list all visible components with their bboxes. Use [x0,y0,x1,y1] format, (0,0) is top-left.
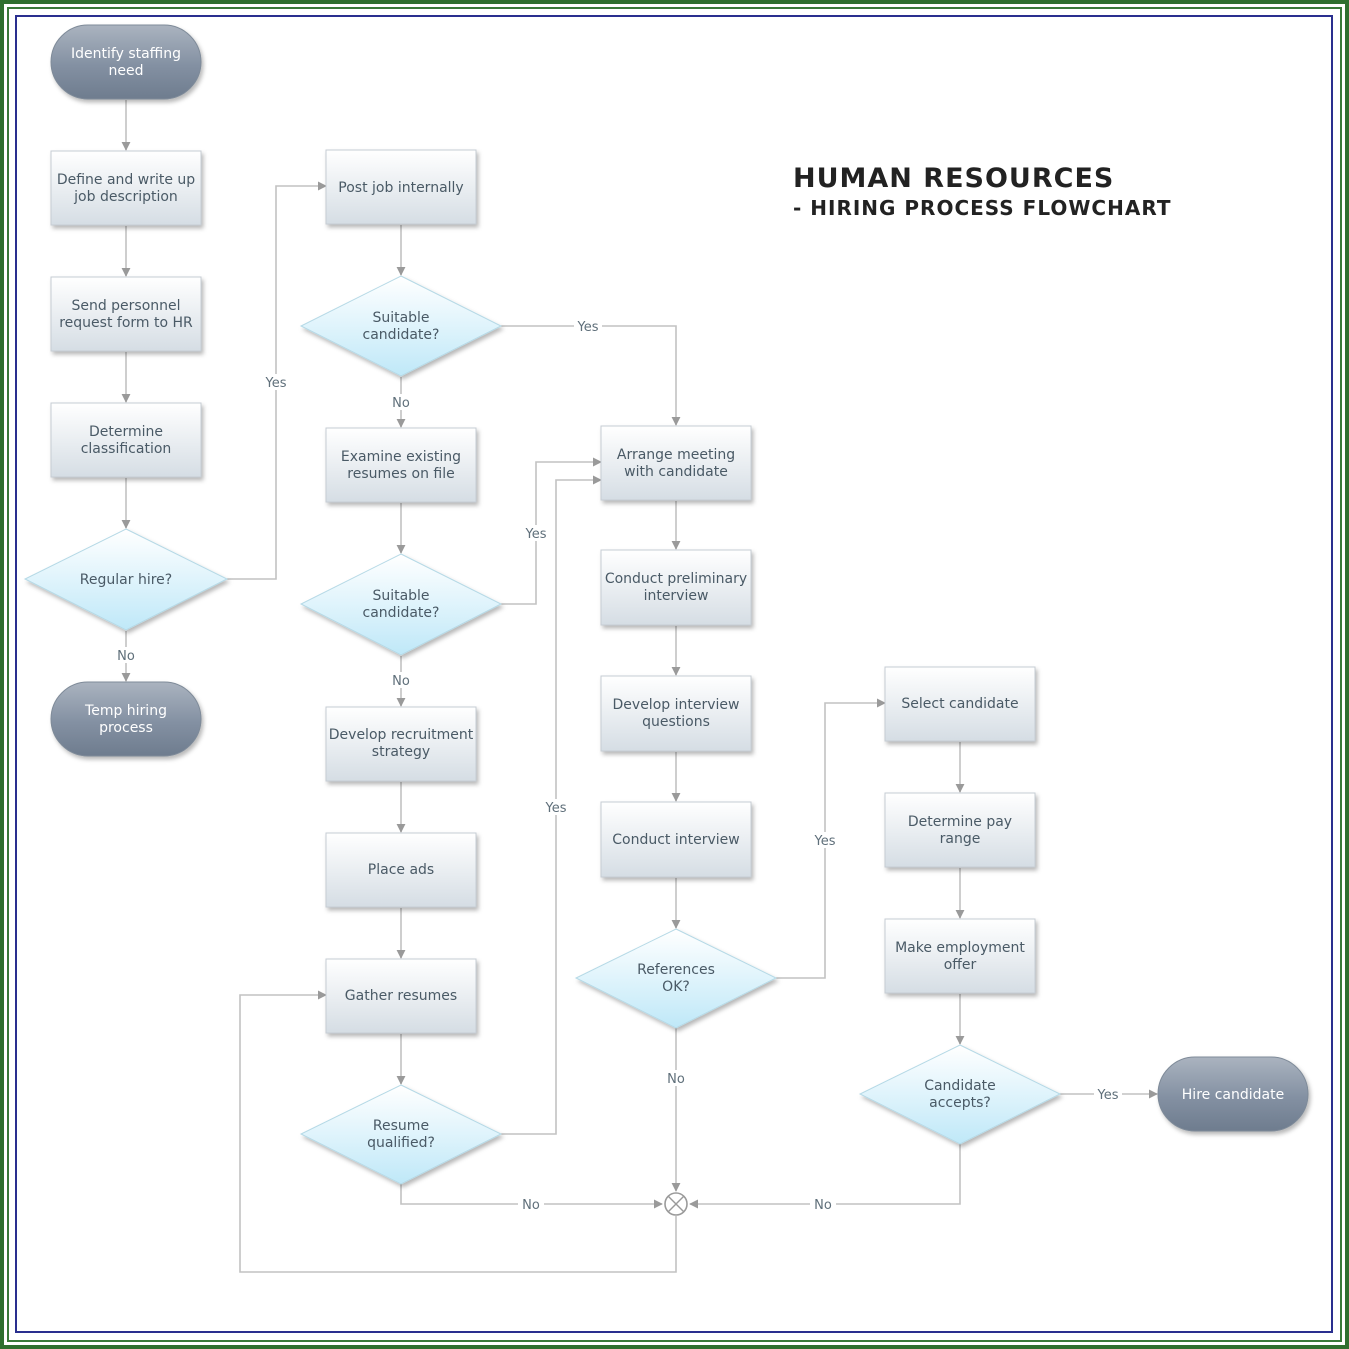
node-text: Send personnel [71,298,180,314]
label-references-yes: Yes [814,834,836,849]
node-gather-resumes[interactable]: Gather resumes [325,958,477,1034]
node-text: Develop recruitment [329,727,474,743]
label-suitable1-no: No [392,396,410,411]
node-text: Define and write up [57,172,195,188]
label-resume-no: No [522,1198,540,1213]
node-determine-pay-range[interactable]: Determine pay range [884,792,1036,868]
node-post-job-internally[interactable]: Post job internally [325,149,477,225]
node-select-candidate[interactable]: Select candidate [884,666,1036,742]
node-text: Develop interview [613,697,740,713]
node-text: Suitable [372,588,429,604]
node-examine-existing-resumes[interactable]: Examine existing resumes on file [325,427,477,503]
node-text: Suitable [372,310,429,326]
node-text: Determine [89,424,163,440]
node-arrange-meeting[interactable]: Arrange meeting with candidate [600,425,752,501]
title-sub: - HIRING PROCESS FLOWCHART [793,196,1171,220]
edge-suitable1-yes-to-arrange [501,325,681,426]
node-text: with candidate [624,464,728,480]
node-text: Make employment [895,940,1025,956]
node-text: Place ads [368,862,434,878]
node-text: offer [944,957,977,973]
node-text: candidate? [363,605,440,621]
node-text: Temp hiring [84,703,167,719]
node-text: Regular hire? [80,572,172,588]
node-text: process [99,720,153,736]
node-resume-qualified[interactable]: Resume qualified? [299,1084,503,1185]
edge-labels: Yes No Yes No Yes No Yes No Yes No Yes N… [113,318,1122,1213]
label-regular-yes: Yes [265,376,287,391]
node-define-job-description[interactable]: Define and write up job description [50,150,202,226]
label-accepts-yes: Yes [1097,1088,1119,1103]
node-text: qualified? [367,1135,435,1151]
node-text: Post job internally [338,180,463,196]
edge-accepts-no-to-junction [689,1144,961,1209]
node-make-employment-offer[interactable]: Make employment offer [884,918,1036,994]
label-suitable1-yes: Yes [577,320,599,335]
label-suitable2-no: No [392,674,410,689]
title-main: HUMAN RESOURCES [793,163,1114,194]
node-text: Candidate [924,1078,996,1094]
label-suitable2-yes: Yes [525,527,547,542]
outer-frame-inner-line [7,7,1342,1342]
node-text: questions [642,714,710,730]
node-text: accepts? [929,1095,991,1111]
label-regular-no: No [117,649,135,664]
node-text: request form to HR [59,315,193,331]
node-candidate-accepts[interactable]: Candidate accepts? [858,1044,1062,1145]
node-place-ads[interactable]: Place ads [325,832,477,908]
node-text: need [109,63,144,79]
node-text: job description [73,189,178,205]
merge-junction [664,1192,688,1216]
node-conduct-interview[interactable]: Conduct interview [600,801,752,878]
node-hire-candidate[interactable]: Hire candidate [1157,1056,1309,1132]
node-text: Gather resumes [345,988,457,1004]
node-develop-recruitment-strategy[interactable]: Develop recruitment strategy [325,706,477,782]
node-determine-classification[interactable]: Determine classification [50,402,202,478]
node-suitable-candidate-2[interactable]: Suitable candidate? [299,553,503,656]
node-text: range [940,831,981,847]
node-text: strategy [372,744,430,760]
label-resume-yes: Yes [545,801,567,816]
node-references-ok[interactable]: References OK? [574,928,778,1029]
node-text: candidate? [363,327,440,343]
node-text: Conduct preliminary [605,571,747,587]
node-text: classification [81,441,172,457]
node-develop-interview-questions[interactable]: Develop interview questions [600,675,752,752]
edge-junction-to-gather [239,990,677,1273]
node-text: References [637,962,715,978]
edge-resume-no-to-junction [400,1184,663,1209]
node-text: Conduct interview [612,832,739,848]
node-text: Arrange meeting [617,447,735,463]
label-accepts-no: No [814,1198,832,1213]
node-text: Determine pay [908,814,1012,830]
node-text: Hire candidate [1182,1087,1284,1103]
node-text: resumes on file [347,466,454,482]
node-text: Select candidate [901,696,1018,712]
node-text: Resume [373,1118,429,1134]
node-text: interview [644,588,709,604]
node-identify-staffing-need[interactable]: Identify staffing need [50,24,202,100]
node-text: Identify staffing [71,46,181,62]
node-suitable-candidate-1[interactable]: Suitable candidate? [299,275,503,377]
node-send-personnel-request[interactable]: Send personnel request form to HR [50,276,202,352]
node-conduct-preliminary-interview[interactable]: Conduct preliminary interview [600,549,752,626]
node-regular-hire-decision[interactable]: Regular hire? [23,528,229,631]
label-references-no: No [667,1072,685,1087]
node-text: OK? [662,979,690,995]
node-text: Examine existing [341,449,461,465]
node-temp-hiring-process[interactable]: Temp hiring process [50,681,202,757]
